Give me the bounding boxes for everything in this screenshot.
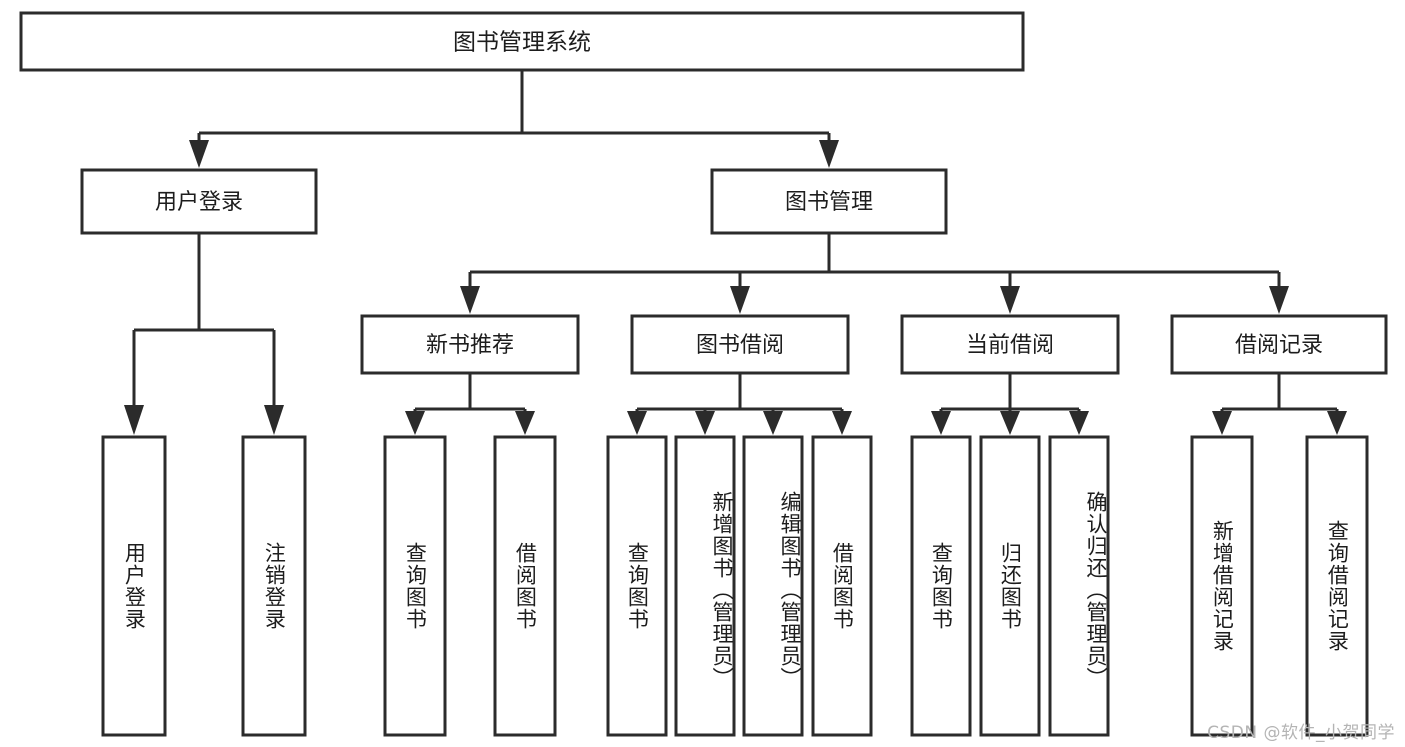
arrow-to-leaf-return-book-icon <box>1000 411 1020 435</box>
leaf-logout-login-box[interactable] <box>241 435 307 737</box>
leaf-borrow-book-2-box[interactable] <box>811 435 873 737</box>
node-current-borrow-box[interactable] <box>900 314 1120 375</box>
node-root-label: 图书管理系统 <box>453 30 591 56</box>
node-current-borrow[interactable]: 当前借阅 <box>900 314 1120 375</box>
connector-group-borrow-record <box>1212 373 1347 435</box>
leaf-query-book-1-box[interactable] <box>383 435 447 737</box>
leaf-edit-book-box[interactable] <box>742 435 804 737</box>
node-book-borrow-box[interactable] <box>630 314 850 375</box>
connector-group-root <box>189 70 839 168</box>
node-book-borrow-label: 图书借阅 <box>696 333 784 358</box>
connector-group-book-management <box>460 233 1289 314</box>
leaf-query-record-box[interactable] <box>1305 435 1369 737</box>
node-user-login-box[interactable] <box>80 168 318 235</box>
node-borrow-record-box[interactable] <box>1170 314 1388 375</box>
node-root[interactable]: 图书管理系统 <box>19 11 1025 72</box>
arrow-to-leaf-logout-login-icon <box>264 405 284 435</box>
leaf-confirm-return-box[interactable] <box>1048 435 1110 737</box>
node-book-borrow[interactable]: 图书借阅 <box>630 314 850 375</box>
arrow-to-leaf-add-record-icon <box>1212 411 1232 435</box>
arrow-to-borrow-record-icon <box>1269 286 1289 314</box>
node-new-book-recommend[interactable]: 新书推荐 <box>360 314 580 375</box>
arrow-to-leaf-query-book-1-icon <box>405 411 425 435</box>
arrow-to-leaf-query-book-2-icon <box>627 411 647 435</box>
node-new-book-recommend-box[interactable] <box>360 314 580 375</box>
arrow-to-user-login-icon <box>189 140 209 168</box>
node-root-box[interactable] <box>19 11 1025 72</box>
leaf-query-book-2-box[interactable] <box>606 435 668 737</box>
arrow-to-leaf-query-book-3-icon <box>931 411 951 435</box>
leaf-query-book-3-box[interactable] <box>910 435 972 737</box>
leaf-borrow-book-1-box[interactable] <box>493 435 557 737</box>
arrow-to-leaf-borrow-book-2-icon <box>832 411 852 435</box>
leaf-add-book-box[interactable] <box>674 435 736 737</box>
arrow-to-book-management-icon <box>819 140 839 168</box>
arrow-to-new-book-recommend-icon <box>460 286 480 314</box>
node-user-login-label: 用户登录 <box>155 190 243 215</box>
connector-group-user-login <box>124 233 284 435</box>
arrow-to-leaf-confirm-return-icon <box>1069 411 1089 435</box>
node-book-management[interactable]: 图书管理 <box>710 168 948 235</box>
leaf-user-login-box[interactable] <box>101 435 167 737</box>
connector-group-book-borrow <box>627 373 852 435</box>
connector-group-new-book-recommend <box>405 373 535 435</box>
arrow-to-leaf-add-book-icon <box>695 411 715 435</box>
node-current-borrow-label: 当前借阅 <box>966 333 1054 358</box>
arrow-to-current-borrow-icon <box>1000 286 1020 314</box>
arrow-to-leaf-query-record-icon <box>1327 411 1347 435</box>
connector-group-current-borrow <box>931 373 1089 435</box>
arrow-to-leaf-edit-book-icon <box>763 411 783 435</box>
leaf-add-record-box[interactable] <box>1190 435 1254 737</box>
node-borrow-record[interactable]: 借阅记录 <box>1170 314 1388 375</box>
arrow-to-leaf-user-login-icon <box>124 405 144 435</box>
node-new-book-recommend-label: 新书推荐 <box>426 333 514 358</box>
arrow-to-book-borrow-icon <box>730 286 750 314</box>
node-user-login[interactable]: 用户登录 <box>80 168 318 235</box>
node-book-management-box[interactable] <box>710 168 948 235</box>
leaf-return-book-box[interactable] <box>979 435 1041 737</box>
node-book-management-label: 图书管理 <box>785 190 873 215</box>
node-borrow-record-label: 借阅记录 <box>1235 333 1323 358</box>
watermark-text: CSDN @软件_小贺同学 <box>1207 723 1395 743</box>
arrow-to-leaf-borrow-book-1-icon <box>515 411 535 435</box>
